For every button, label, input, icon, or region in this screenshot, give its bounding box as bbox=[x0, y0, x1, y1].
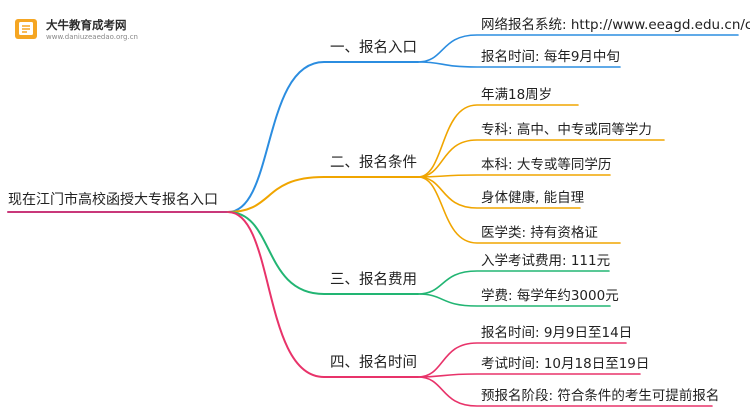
leaf-0-1-connector bbox=[417, 61, 621, 68]
leaf-undergraduate: 本科: 大专或等同学历 bbox=[481, 157, 612, 173]
leaf-age: 年满18周岁 bbox=[481, 87, 553, 103]
logo-name: 大牛教育成考网 bbox=[46, 18, 127, 32]
leaf-3-0-connector bbox=[417, 342, 627, 378]
leaf-exam-period: 考试时间: 10月18日至19日 bbox=[481, 356, 650, 372]
leaf-online-system[interactable]: 网络报名系统: http://www.eeagd.edu.cn/cr bbox=[481, 17, 750, 33]
leaf-junior-college: 专科: 高中、中专或同等学力 bbox=[481, 122, 652, 138]
branch-3-connector bbox=[227, 211, 419, 378]
leaf-1-3-connector bbox=[417, 176, 581, 209]
leaf-tuition: 学费: 每学年约3000元 bbox=[481, 288, 619, 304]
leaf-1-0-connector bbox=[417, 104, 579, 178]
leaf-entry-time: 报名时间: 每年9月中旬 bbox=[481, 49, 620, 65]
root-topic: 现在江门市高校函授大专报名入口 bbox=[8, 192, 218, 208]
leaf-health: 身体健康, 能自理 bbox=[481, 190, 585, 206]
branch-2-connector bbox=[227, 211, 419, 295]
leaf-2-1-connector bbox=[417, 293, 611, 307]
site-logo: 大牛教育成考网 www.daniuzeaedao.org.cn bbox=[14, 14, 144, 46]
leaf-1-4-connector bbox=[417, 176, 621, 244]
branch-registration-fees: 三、报名费用 bbox=[330, 272, 417, 288]
leaf-3-1-connector bbox=[417, 373, 641, 378]
leaf-medical: 医学类: 持有资格证 bbox=[481, 225, 598, 241]
branch-registration-requirements: 二、报名条件 bbox=[330, 155, 417, 171]
leaf-0-0-connector bbox=[417, 34, 739, 63]
leaf-3-2-connector bbox=[417, 376, 713, 407]
branch-registration-time: 四、报名时间 bbox=[330, 355, 417, 371]
leaf-1-1-connector bbox=[417, 139, 665, 178]
book-logo-icon bbox=[15, 19, 37, 39]
leaf-exam-fee: 入学考试费用: 111元 bbox=[481, 253, 611, 269]
branch-0-connector bbox=[227, 61, 419, 213]
leaf-1-2-connector bbox=[417, 174, 611, 178]
leaf-signup-period: 报名时间: 9月9日至14日 bbox=[481, 325, 633, 341]
branch-1-connector bbox=[227, 176, 419, 213]
leaf-pre-registration: 预报名阶段: 符合条件的考生可提前报名 bbox=[481, 388, 720, 404]
branch-registration-entry: 一、报名入口 bbox=[330, 40, 417, 56]
leaf-2-0-connector bbox=[417, 270, 610, 295]
logo-url: www.daniuzeaedao.org.cn bbox=[46, 33, 138, 41]
